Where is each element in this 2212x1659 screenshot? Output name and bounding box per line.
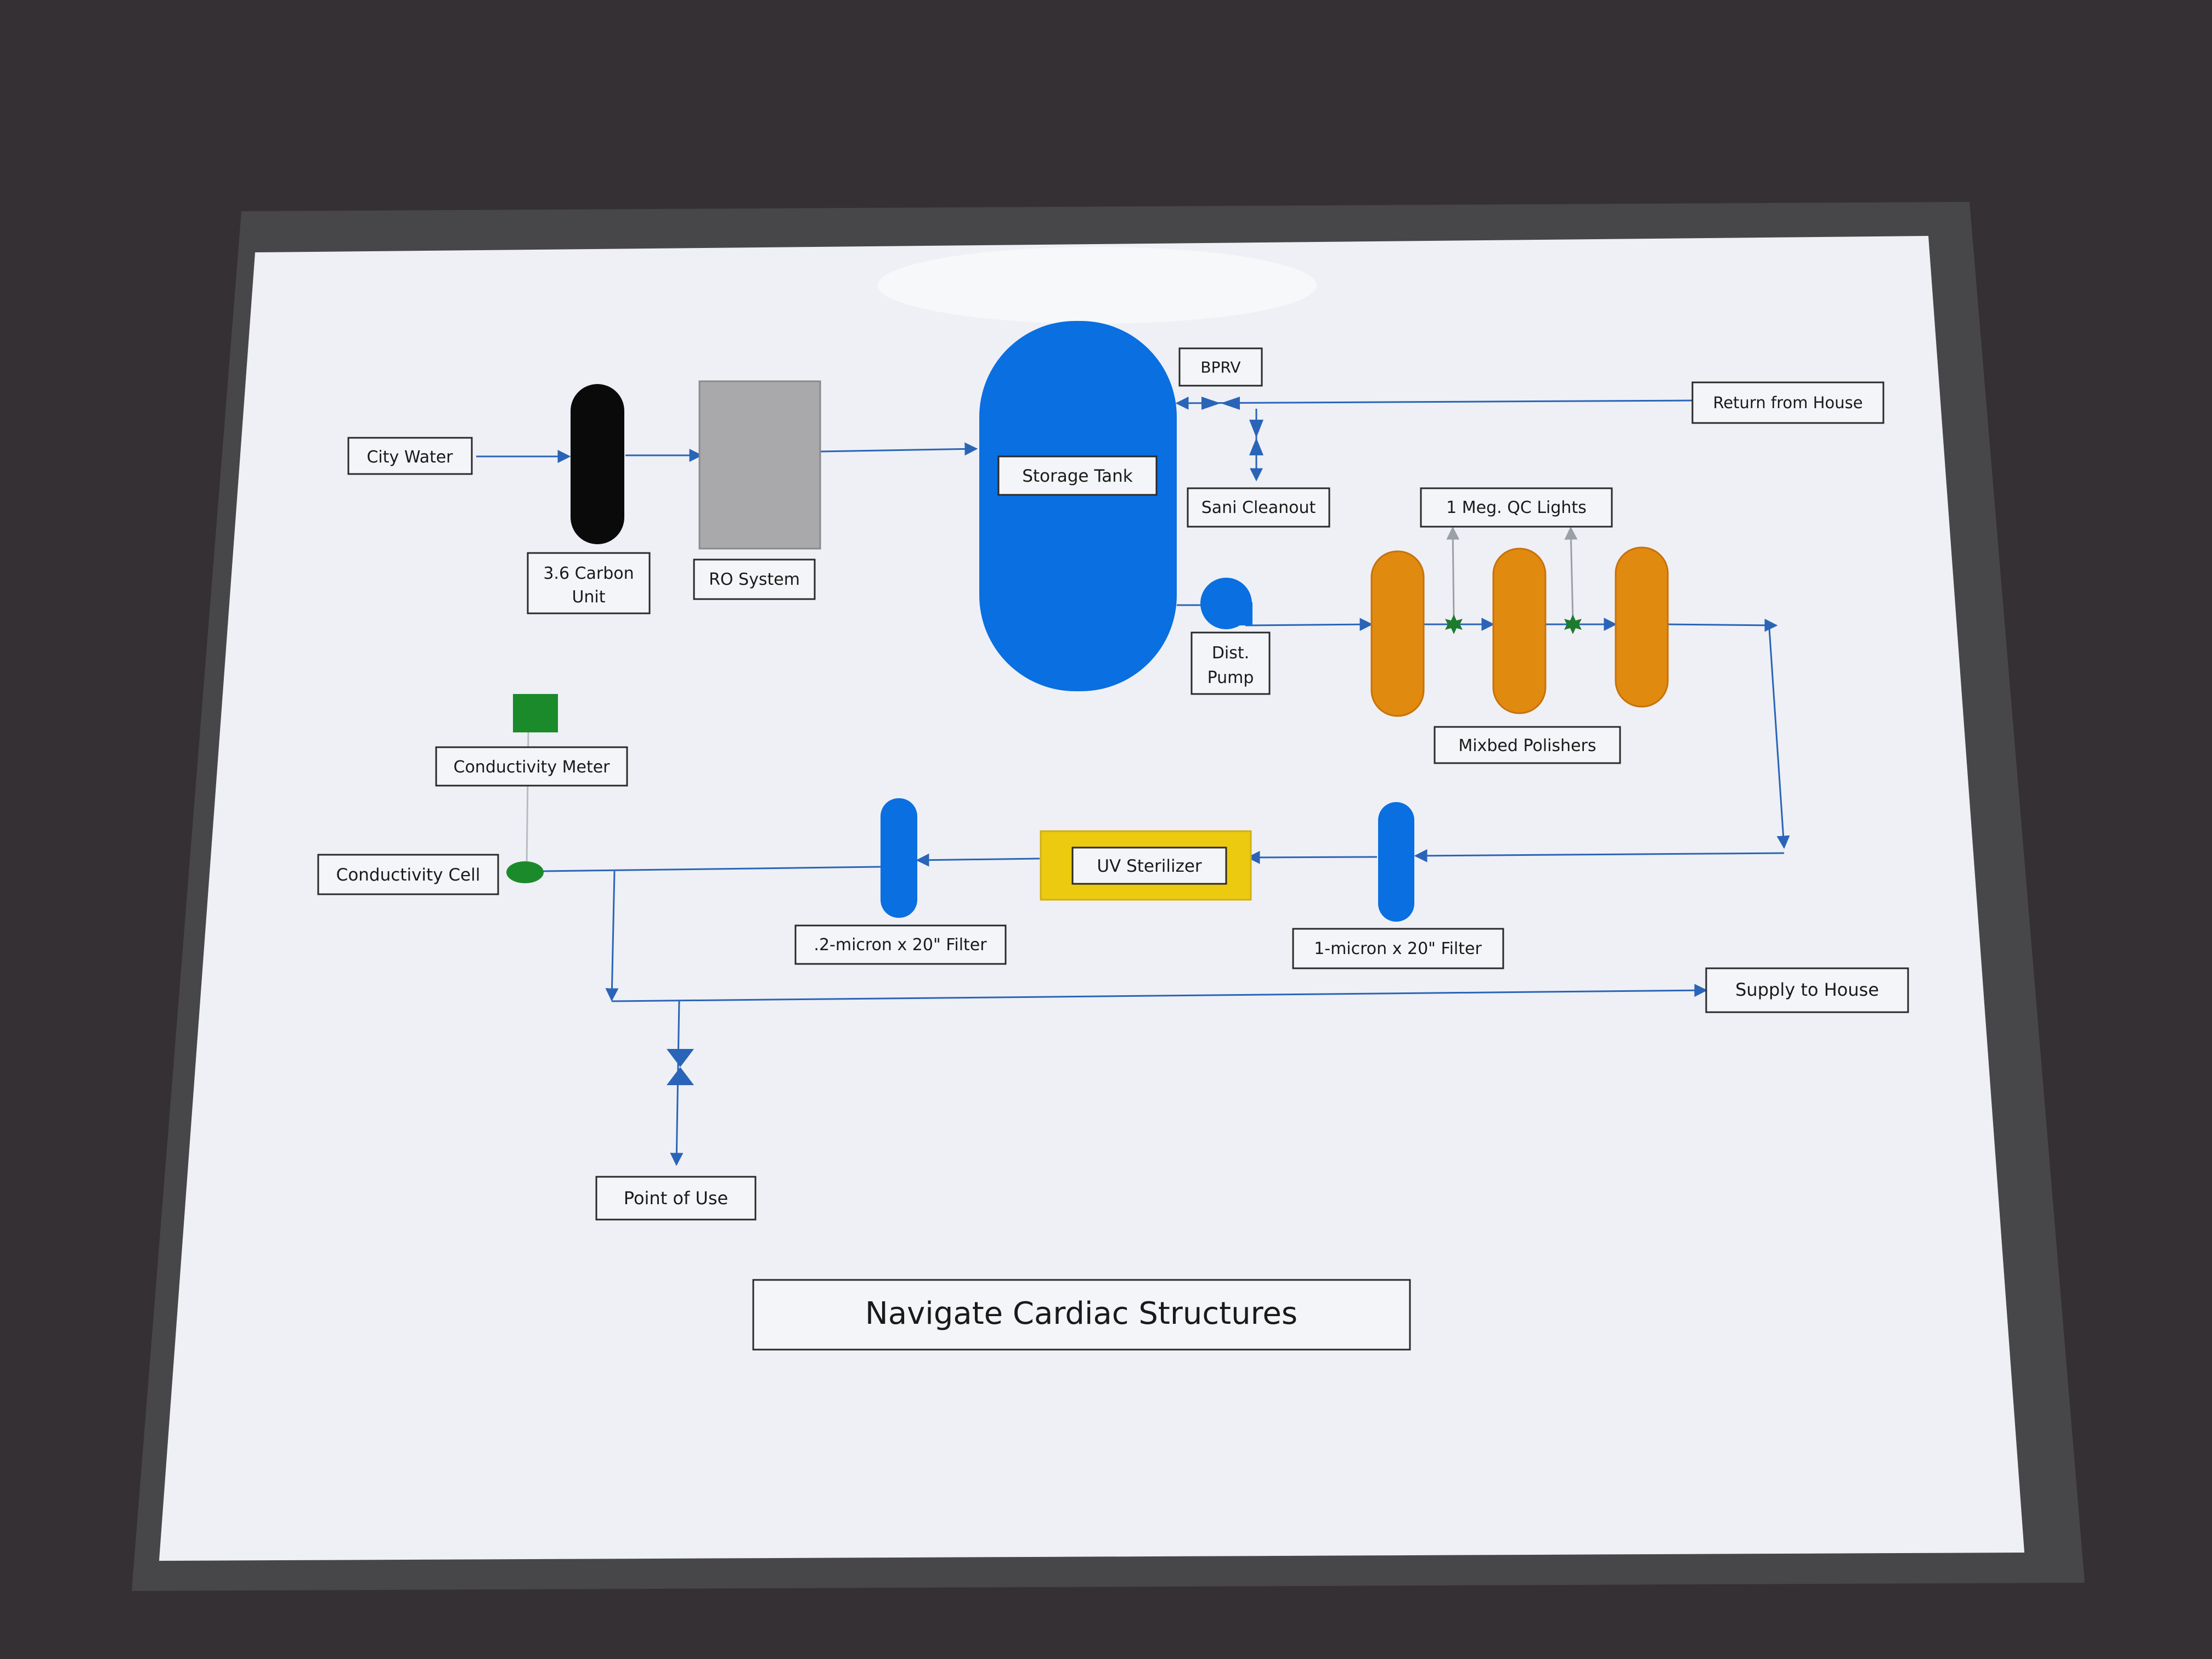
mixbed-polisher-3 [1615, 546, 1669, 708]
conductivity-cell-label: Conductivity Cell [336, 865, 481, 885]
pipe-to-1micron [1414, 849, 1785, 862]
pipe-supply-to-house [611, 984, 1708, 1002]
ro-system-unit [698, 380, 821, 550]
storage-tank-box [997, 455, 1158, 496]
pipe-main-down [605, 871, 619, 1002]
dist-pump-box [1190, 631, 1271, 695]
dist-pump-label-line1: Dist. [1212, 644, 1249, 663]
conductivity-meter-box [435, 746, 628, 787]
storage-tank [979, 321, 1177, 691]
qc-light-2 [1564, 614, 1582, 634]
filter-02-micron-box [794, 924, 1007, 965]
filter-02-micron [881, 798, 917, 918]
point-of-use-valve [667, 1049, 694, 1085]
bprv-valve [1201, 397, 1240, 410]
uv-sterilizer-label: UV Sterilizer [1097, 856, 1202, 876]
city-water-label: City Water [366, 448, 453, 467]
qc-light-arrow-1 [1446, 526, 1460, 619]
pipe-pump-to-polisher1 [1245, 618, 1373, 631]
carbon-unit-label-line2: Unit [572, 588, 605, 607]
conductivity-cell-device [506, 861, 544, 883]
label-boxes [317, 347, 1909, 1351]
carbon-unit-vessel [571, 384, 624, 544]
conductivity-meter-device [513, 694, 558, 732]
filter-02-micron-label: .2-micron x 20" Filter [814, 935, 987, 955]
mixbed-polisher-2 [1492, 548, 1547, 714]
storage-tank-label: Storage Tank [1022, 466, 1133, 486]
pipe-02micron-to-cell [543, 866, 881, 872]
uv-sterilizer-box [1071, 847, 1227, 885]
diagram-title: Navigate Cardiac Structures [865, 1296, 1297, 1331]
carbon-unit-label-line1: 3.6 Carbon [543, 564, 634, 583]
qc-lights-box [1420, 487, 1613, 528]
dist-pump [1200, 578, 1252, 629]
sani-cleanout-box [1187, 487, 1330, 528]
sani-cleanout-label: Sani Cleanout [1201, 498, 1316, 517]
qc-light-1 [1445, 614, 1463, 634]
conductivity-cell-box [317, 854, 499, 895]
mixbed-polishers-label: Mixbed Polishers [1458, 736, 1596, 755]
pipe-return-from-house [1175, 396, 1693, 410]
return-from-house-box [1691, 381, 1884, 424]
return-from-house-label: Return from House [1713, 393, 1863, 412]
pipe-uv-to-02micron [916, 853, 1040, 867]
pipe-polisher3-out [1667, 618, 1778, 632]
ro-system-label: RO System [709, 570, 800, 589]
filter-1-micron-label: 1-micron x 20" Filter [1314, 939, 1482, 958]
bprv-label: BPRV [1200, 358, 1240, 376]
sani-cleanout-valve [1249, 420, 1263, 455]
supply-to-house-box [1705, 967, 1909, 1013]
filter-1-micron [1378, 802, 1414, 922]
bprv-box [1178, 347, 1263, 387]
pipe-right-down [1768, 628, 1790, 849]
pipes [476, 396, 1790, 1166]
dist-pump-label-line2: Pump [1207, 668, 1254, 687]
qc-lights-label: 1 Meg. QC Lights [1446, 498, 1587, 517]
mixbed-polishers-box [1434, 726, 1621, 764]
point-of-use-label: Point of Use [624, 1188, 728, 1209]
filter-1-micron-box [1292, 928, 1504, 969]
mixbed-polisher-1 [1370, 550, 1425, 717]
point-of-use-box [595, 1176, 757, 1221]
city-water-box [347, 437, 473, 475]
glare [878, 247, 1317, 324]
supply-to-house-label: Supply to House [1735, 979, 1879, 1000]
carbon-unit-box [527, 552, 651, 614]
ro-system-box [693, 558, 816, 600]
qc-light-arrow-2 [1564, 526, 1578, 619]
title-box [752, 1279, 1411, 1351]
pipe-ro-to-tank [820, 442, 978, 456]
conductivity-meter-label: Conductivity Meter [454, 758, 611, 777]
